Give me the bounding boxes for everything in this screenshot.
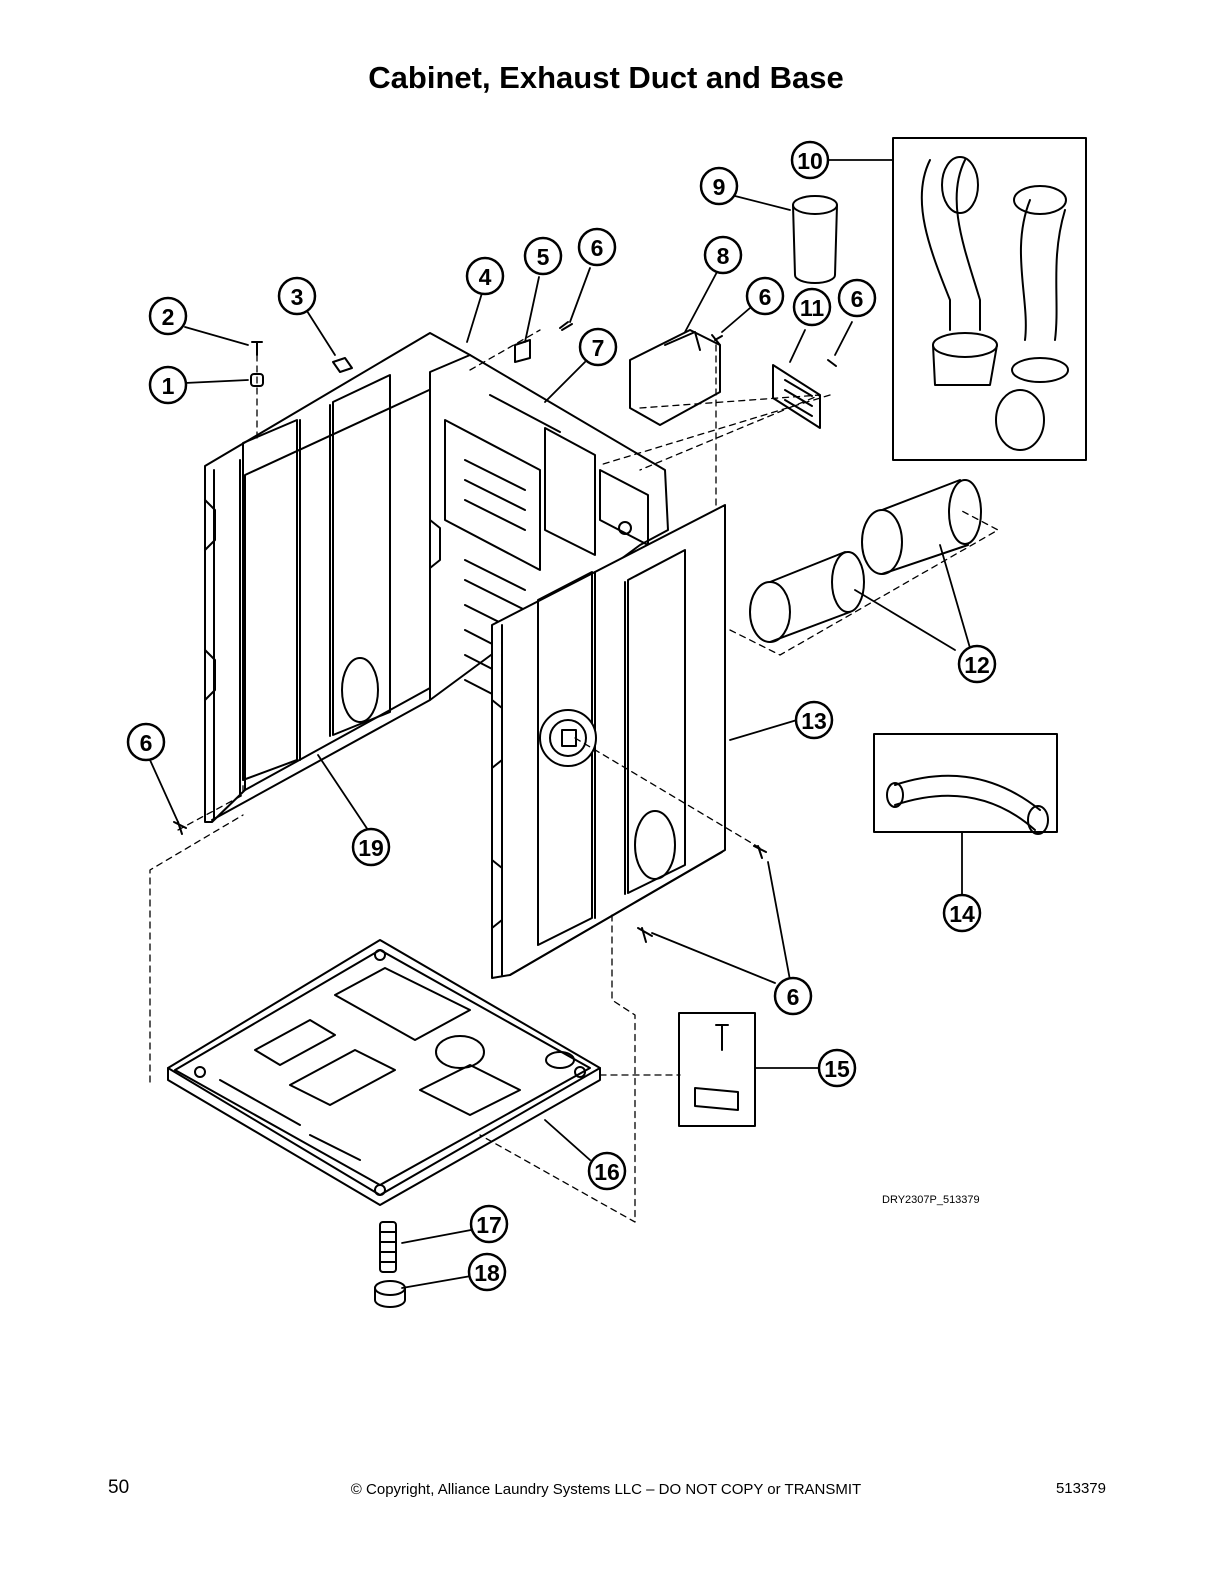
callout-14: [942, 893, 982, 933]
callout-label-6b: 6: [759, 284, 772, 310]
callout-label-7: 7: [592, 335, 605, 361]
flex-hose-kit-box: [892, 137, 1087, 461]
callout-label-4: 4: [479, 264, 492, 290]
callout-1: [148, 365, 188, 405]
callout-label-1: 1: [162, 373, 175, 399]
callout-13: [794, 700, 834, 740]
callout-6d: [126, 722, 166, 762]
callout-12: [957, 644, 997, 684]
callout-label-9: 9: [713, 174, 726, 200]
callout-label-16: 16: [594, 1159, 620, 1185]
callout-label-6a: 6: [591, 235, 604, 261]
callout-17: [469, 1204, 509, 1244]
callout-5: [523, 236, 563, 276]
callout-9: [699, 166, 739, 206]
callout-label-19: 19: [358, 835, 384, 861]
callout-label-8: 8: [717, 243, 730, 269]
dashed-alignment-lines: [149, 329, 999, 1223]
callout-label-5: 5: [537, 244, 550, 270]
callout-6e: [773, 976, 813, 1016]
callout-label-12: 12: [964, 652, 990, 678]
callout-label-17: 17: [476, 1212, 502, 1238]
callout-label-10: 10: [797, 148, 823, 174]
callout-6b: [745, 276, 785, 316]
document-number: 513379: [1055, 1480, 1106, 1497]
anti-tip-kit-box: [678, 1012, 756, 1127]
copyright-notice: © Copyright, Alliance Laundry Systems LL…: [350, 1481, 862, 1498]
callout-11: [792, 287, 832, 327]
callout-label-6e: 6: [787, 984, 800, 1010]
callout-6c: [837, 278, 877, 318]
callout-7: [578, 327, 618, 367]
callout-label-18: 18: [474, 1260, 500, 1286]
callout-4: [465, 256, 505, 296]
callout-leaders: [149, 159, 971, 1289]
rear-panel: [429, 354, 669, 701]
callout-8: [703, 235, 743, 275]
callout-16: [587, 1151, 627, 1191]
callout-markers: [126, 140, 997, 1292]
left-side-panel: [204, 332, 471, 823]
base-pan: [167, 939, 601, 1206]
callout-2: [148, 296, 188, 336]
callout-19: [351, 827, 391, 867]
flex-hose-box: [873, 733, 1058, 835]
exhaust-ducts: [749, 195, 982, 643]
callout-label-15: 15: [824, 1056, 850, 1082]
callout-label-3: 3: [291, 284, 304, 310]
right-side-panel: [491, 504, 726, 979]
callout-label-6c: 6: [851, 286, 864, 312]
page-number: 50: [108, 1477, 130, 1498]
page-title: Cabinet, Exhaust Duct and Base: [368, 60, 844, 95]
callout-10: [790, 140, 830, 180]
callout-18: [467, 1252, 507, 1292]
callout-label-11: 11: [800, 295, 825, 321]
drawing-id: DRY2307P_513379: [882, 1194, 980, 1206]
callout-label-13: 13: [801, 708, 827, 734]
callout-label-14: 14: [949, 901, 975, 927]
callout-3: [277, 276, 317, 316]
callout-15: [817, 1048, 857, 1088]
callout-label-2: 2: [162, 304, 175, 330]
callout-6a: [577, 227, 617, 267]
callout-label-6d: 6: [140, 730, 153, 756]
